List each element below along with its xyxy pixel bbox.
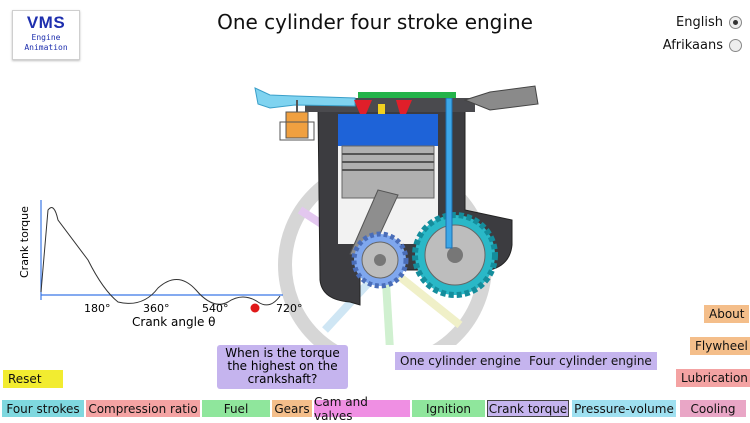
engine-illustration xyxy=(254,85,539,345)
language-label-afrikaans: Afrikaans xyxy=(662,38,723,53)
tab-pressure-volume[interactable]: Pressure-volume xyxy=(572,400,676,417)
flywheel-button[interactable]: Flywheel xyxy=(690,337,750,355)
pushrod-icon xyxy=(445,97,453,249)
logo-line2: Animation xyxy=(24,43,68,52)
page-title: One cylinder four stroke engine xyxy=(217,10,533,34)
intake-pipe-icon xyxy=(254,87,356,109)
question-box[interactable]: When is the torque the highest on the cr… xyxy=(217,345,348,389)
four-cylinder-engine-button[interactable]: Four cylinder engine xyxy=(524,352,657,370)
language-label-english: English xyxy=(676,15,723,30)
valves-icon xyxy=(354,92,456,114)
language-option-afrikaans[interactable]: Afrikaans xyxy=(663,38,742,53)
language-option-english[interactable]: English xyxy=(676,15,742,30)
reset-button[interactable]: Reset xyxy=(3,370,63,388)
torque-curve xyxy=(40,207,281,306)
vms-logo: VMS Engine Animation xyxy=(12,10,80,60)
tick-360: 360° xyxy=(143,302,170,315)
torque-graph: Crank torque 180° 360° 540° 720° Crank a… xyxy=(18,200,303,329)
tick-720: 720° xyxy=(276,302,303,315)
radio-selected-icon[interactable] xyxy=(729,16,742,29)
combustion-chamber xyxy=(338,114,438,146)
one-cylinder-engine-button[interactable]: One cylinder engine xyxy=(395,352,526,370)
radio-unselected-icon[interactable] xyxy=(729,39,742,52)
tab-gears[interactable]: Gears xyxy=(272,400,312,417)
crank-position-marker xyxy=(250,303,260,313)
tick-180: 180° xyxy=(84,302,111,315)
logo-line1: Engine xyxy=(31,33,61,42)
about-button[interactable]: About xyxy=(704,305,750,323)
tab-ignition[interactable]: Ignition xyxy=(412,400,485,417)
exhaust-pipe-icon xyxy=(463,85,539,111)
graph-xlabel: Crank angle θ xyxy=(132,315,215,329)
tick-540: 540° xyxy=(202,302,229,315)
lubrication-button[interactable]: Lubrication xyxy=(676,369,750,387)
tab-crank-torque[interactable]: Crank torque xyxy=(487,400,569,417)
tab-cooling[interactable]: Cooling xyxy=(680,400,746,417)
crank-gear-icon xyxy=(351,231,409,289)
graph-ylabel: Crank torque xyxy=(18,206,31,278)
tab-fuel[interactable]: Fuel xyxy=(202,400,270,417)
logo-name: VMS xyxy=(26,13,66,32)
tab-compression-ratio[interactable]: Compression ratio xyxy=(86,400,200,417)
tab-four-strokes[interactable]: Four strokes xyxy=(2,400,84,417)
tab-cam-and-valves[interactable]: Cam and valves xyxy=(314,395,410,423)
cam-gear-icon xyxy=(412,212,498,298)
carburetor-icon xyxy=(285,111,309,139)
